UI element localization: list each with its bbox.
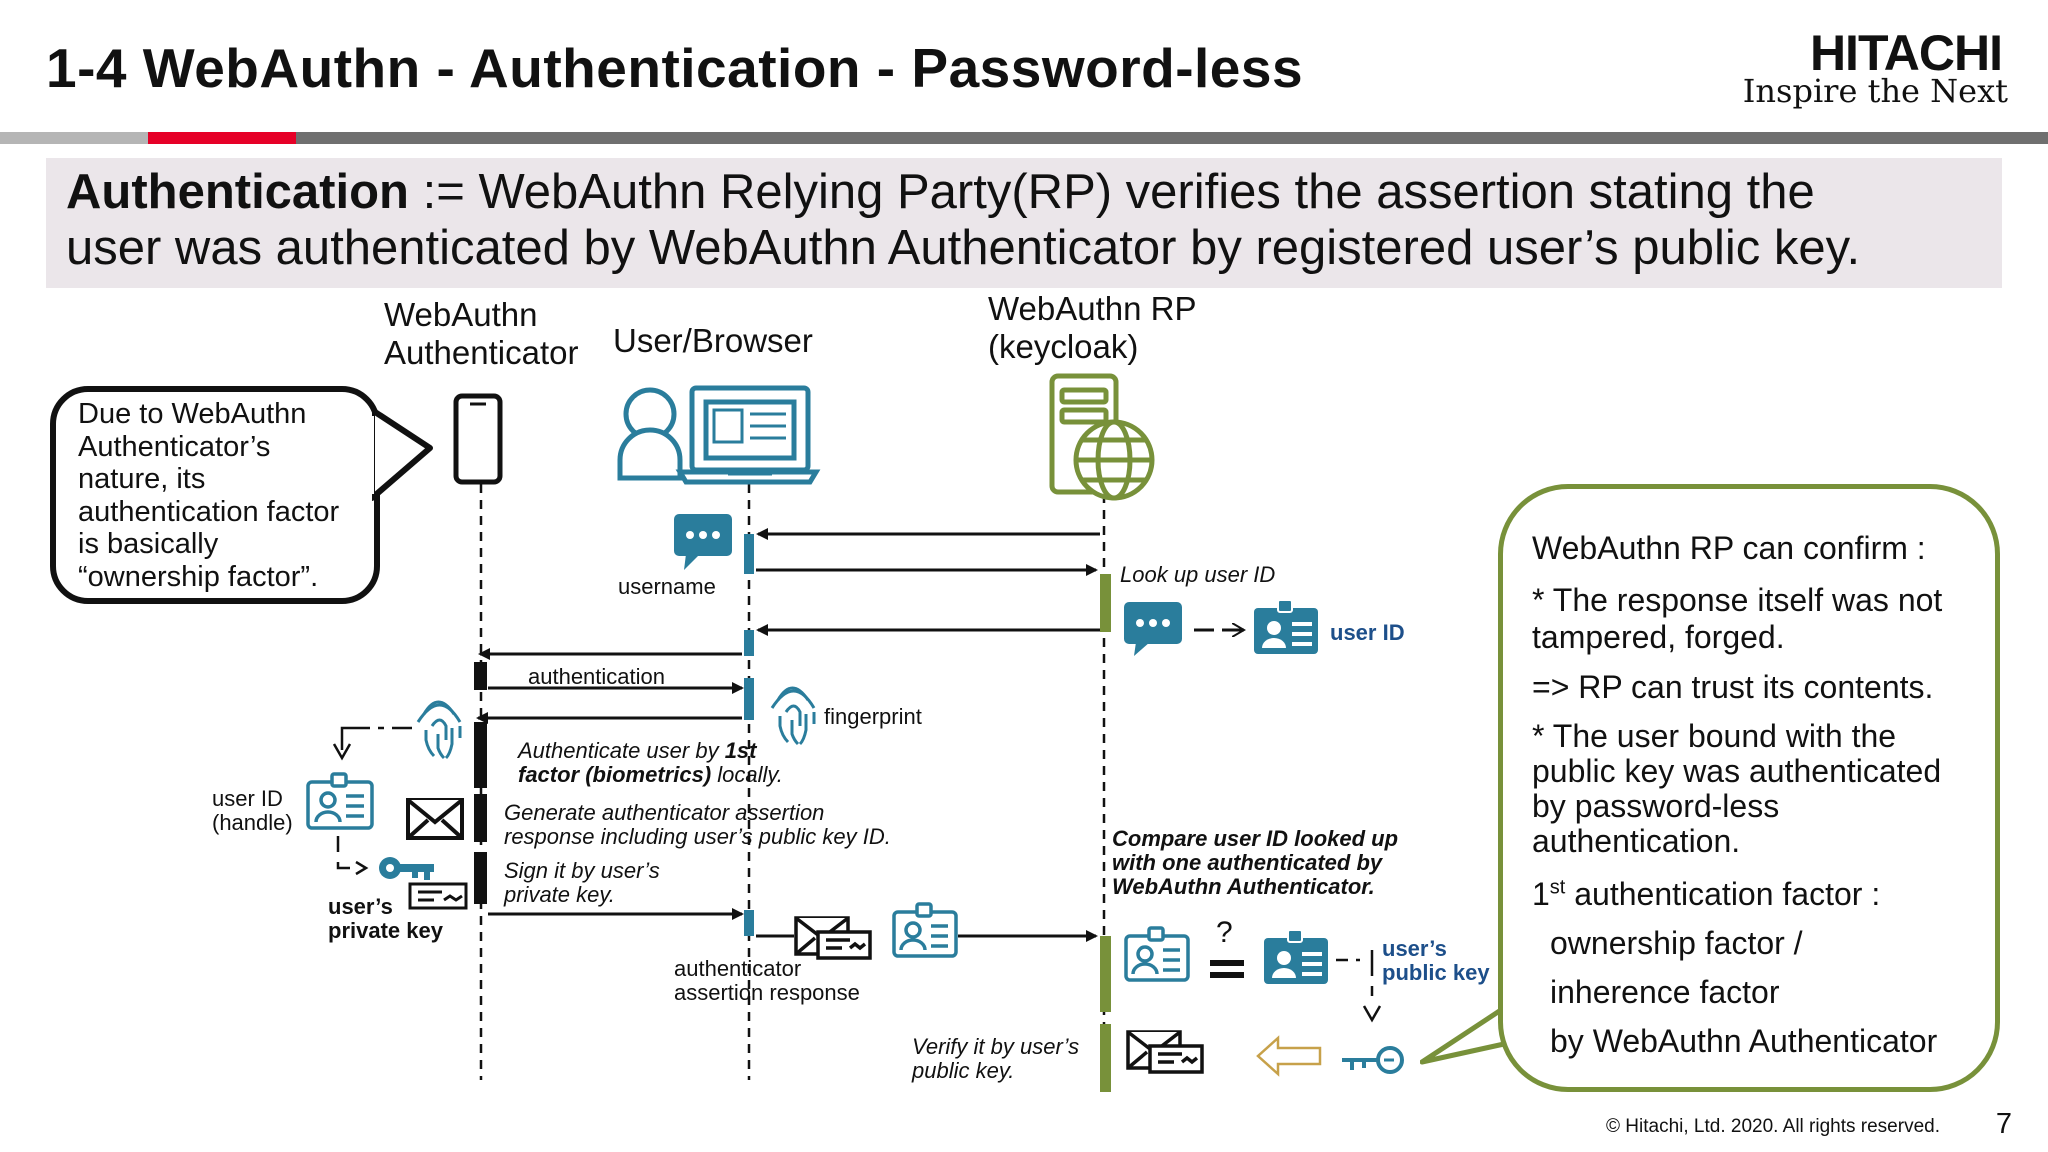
rp-confirm-line: tampered, forged. <box>1532 619 1785 655</box>
actor-authenticator-label-2: Authenticator <box>384 334 579 371</box>
activation-browser-2 <box>744 630 754 656</box>
label-assertion-2: assertion response <box>674 980 860 1005</box>
public-key-icon <box>1342 1046 1404 1074</box>
copyright: © Hitachi, Ltd. 2020. All rights reserve… <box>1606 1116 1940 1137</box>
activation-browser-4 <box>744 910 754 936</box>
private-key-icon <box>379 857 434 880</box>
rp-confirm-line: * The user bound with the <box>1532 718 1897 754</box>
definition-box <box>46 158 2002 288</box>
label-compare-3: WebAuthn Authenticator. <box>1112 874 1375 899</box>
label-compare-1: Compare user ID looked up <box>1112 826 1399 851</box>
logo-tagline: Inspire the Next <box>1742 72 2008 110</box>
label-public-key-1: user’s <box>1382 936 1447 961</box>
label-user-id-handle-2: (handle) <box>212 810 293 835</box>
activation-auth-3 <box>474 794 487 842</box>
label-authenticate-user-2: factor (biometrics) locally. <box>518 762 783 787</box>
definition-line-1: Authentication := WebAuthn Relying Party… <box>66 165 1815 219</box>
dashdot-line-2 <box>336 836 350 870</box>
label-username: username <box>618 574 716 599</box>
user-laptop-icon <box>617 385 821 485</box>
server-globe-icon <box>1049 373 1155 501</box>
id-card-outline-icon-3 <box>1124 926 1190 982</box>
left-callout-text: Due to WebAuthn Authenticator’s nature, … <box>78 398 340 593</box>
question-mark: ? <box>1216 916 1233 949</box>
chat-icon-rp <box>1124 602 1182 656</box>
rp-confirm-line: public key was authenticated <box>1532 753 1942 789</box>
fingerprint-icon-auth <box>416 700 462 760</box>
dashdot-line-3 <box>1336 950 1374 996</box>
chat-icon <box>674 514 732 570</box>
actor-authenticator-label-1: WebAuthn <box>384 296 538 333</box>
left-arrow-icon <box>1256 1035 1322 1077</box>
header-divider-left <box>0 132 148 144</box>
left-callout-bubble <box>50 386 380 604</box>
activation-auth-1 <box>474 662 487 690</box>
definition-term: Authentication <box>66 165 409 219</box>
label-public-key-2: public key <box>1382 960 1490 985</box>
fingerprint-icon <box>770 686 816 746</box>
rp-confirm-line: by password-less <box>1532 788 1780 824</box>
activation-browser-1 <box>744 534 754 574</box>
activation-auth-2 <box>474 722 487 788</box>
label-look-up: Look up user ID <box>1120 562 1276 587</box>
activation-rp-1 <box>1100 574 1111 632</box>
label-verify-2: public key. <box>912 1058 1015 1083</box>
label-generate-2: response including user’s public key ID. <box>504 824 891 849</box>
label-sign-2: private key. <box>504 882 615 907</box>
actor-rp-label-2: (keycloak) <box>988 328 1139 365</box>
auth-factor-heading: 1st authentication factor : <box>1532 876 1881 912</box>
activation-rp-3 <box>1100 1024 1111 1092</box>
hitachi-logo: HITACHI <box>1809 25 2003 81</box>
envelope-icon <box>406 798 464 840</box>
envelope-document-icon-2 <box>1126 1030 1204 1074</box>
label-verify-1: Verify it by user’s <box>912 1034 1080 1059</box>
phone-icon <box>453 393 503 485</box>
dashdot-line-1 <box>340 726 412 750</box>
id-card-icon <box>1254 599 1318 654</box>
activation-auth-4 <box>474 852 487 904</box>
signed-document-icon <box>408 882 468 910</box>
page-title: 1-4 WebAuthn - Authentication - Password… <box>46 37 1304 99</box>
activation-browser-3 <box>744 678 754 720</box>
auth-factor-line: by WebAuthn Authenticator <box>1550 1023 1938 1059</box>
auth-factor-line: inherence factor <box>1550 974 1780 1010</box>
right-callout-bubble <box>1498 484 2000 1092</box>
left-callout-pointer <box>372 407 433 501</box>
label-authentication: authentication <box>528 664 665 689</box>
label-compare-2: with one authenticated by <box>1112 850 1383 875</box>
equals-icon <box>1210 960 1244 978</box>
envelope-document-icon <box>794 916 872 960</box>
id-card-outline-icon <box>306 772 374 830</box>
label-authenticate-user: Authenticate user by 1st <box>518 738 757 763</box>
actor-browser-label: User/Browser <box>613 322 813 359</box>
header-divider <box>0 132 2048 144</box>
auth-factor-line: ownership factor / <box>1550 925 1803 961</box>
label-assertion-1: authenticator <box>674 956 802 981</box>
label-user-id: user ID <box>1330 620 1405 645</box>
id-card-outline-icon-2 <box>892 902 958 958</box>
actor-rp-label-1: WebAuthn RP <box>988 290 1197 327</box>
label-sign-1: Sign it by user’s <box>504 858 660 883</box>
label-private-key-2: private key <box>328 918 443 943</box>
label-fingerprint: fingerprint <box>824 704 922 729</box>
activation-rp-2 <box>1100 936 1111 1012</box>
definition-line-2: user was authenticated by WebAuthn Authe… <box>66 221 1861 275</box>
rp-confirm-line: * The response itself was not <box>1532 582 1943 618</box>
rp-confirm-line: authentication. <box>1532 823 1741 859</box>
id-card-icon-2 <box>1264 929 1328 984</box>
rp-confirm-line: => RP can trust its contents. <box>1532 669 1934 705</box>
header-divider-accent <box>148 132 296 144</box>
label-user-id-handle-1: user ID <box>212 786 283 811</box>
label-generate-1: Generate authenticator assertion <box>504 800 825 825</box>
rp-confirm-heading: WebAuthn RP can confirm : <box>1532 530 1926 566</box>
label-private-key-1: user’s <box>328 894 393 919</box>
page-number: 7 <box>1995 1108 2012 1140</box>
